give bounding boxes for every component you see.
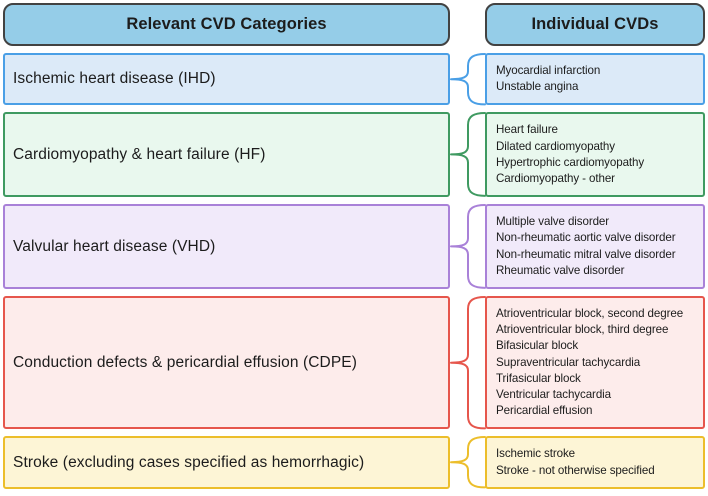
brace-icon: [450, 53, 486, 106]
header-row: Relevant CVD Categories Individual CVDs: [3, 3, 705, 46]
individual-cvd-item: Ischemic stroke: [496, 447, 576, 461]
individual-cvd-item: Trifasicular block: [496, 371, 581, 385]
header-gap: [450, 3, 485, 46]
category-box: Cardiomyopathy & heart failure (HF): [3, 112, 450, 198]
category-label: Stroke (excluding cases specified as hem…: [13, 453, 365, 471]
individual-cvd-item: Hypertrophic cardiomyopathy: [496, 155, 645, 169]
brace-icon: [450, 436, 486, 489]
individual-cvd-item: Stroke - not otherwise specified: [496, 463, 655, 477]
category-box: Stroke (excluding cases specified as hem…: [3, 436, 450, 489]
category-label: Cardiomyopathy & heart failure (HF): [13, 145, 266, 163]
individual-cvd-item: Supraventricular tachycardia: [496, 355, 641, 369]
category-label: Valvular heart disease (VHD): [13, 237, 216, 255]
brace-connector: [450, 204, 486, 290]
individual-cvd-item: Atrioventricular block, third degree: [496, 323, 669, 337]
individual-cvd-item: Rheumatic valve disorder: [496, 263, 625, 277]
cvd-row: Conduction defects & pericardial effusio…: [3, 296, 705, 430]
cvd-row: Ischemic heart disease (IHD) Myocardial …: [3, 53, 705, 106]
individual-cvd-item: Non-rheumatic mitral valve disorder: [496, 247, 676, 261]
category-box: Conduction defects & pericardial effusio…: [3, 296, 450, 430]
cvd-row: Cardiomyopathy & heart failure (HF) Hear…: [3, 112, 705, 198]
brace-connector: [450, 436, 486, 489]
brace-connector: [450, 112, 486, 198]
brace-connector: [450, 53, 486, 106]
category-label: Conduction defects & pericardial effusio…: [13, 353, 357, 371]
brace-icon: [450, 296, 486, 430]
category-box: Ischemic heart disease (IHD): [3, 53, 450, 106]
individual-cvd-item: Cardiomyopathy - other: [496, 172, 615, 186]
rows-container: Ischemic heart disease (IHD) Myocardial …: [3, 53, 705, 489]
individual-cvd-item: Pericardial effusion: [496, 404, 593, 418]
header-relevant-cvd-categories: Relevant CVD Categories: [3, 3, 450, 46]
brace-icon: [450, 112, 486, 198]
individual-cvd-item: Myocardial infarction: [496, 64, 601, 77]
cvd-row: Stroke (excluding cases specified as hem…: [3, 436, 705, 489]
individual-cvd-item: Non-rheumatic aortic valve disorder: [496, 231, 676, 245]
individual-cvd-item: Dilated cardiomyopathy: [496, 139, 615, 153]
individual-cvd-item: Multiple valve disorder: [496, 215, 610, 229]
header-individual-cvds: Individual CVDs: [485, 3, 705, 46]
individual-cvd-item: Heart failure: [496, 123, 558, 137]
category-label: Ischemic heart disease (IHD): [13, 70, 216, 88]
category-box: Valvular heart disease (VHD): [3, 204, 450, 290]
individual-cvd-item: Bifasicular block: [496, 339, 579, 353]
individual-cvd-item: Unstable angina: [496, 80, 579, 94]
brace-connector: [450, 296, 486, 430]
brace-icon: [450, 204, 486, 290]
individual-cvd-item: Ventricular tachycardia: [496, 388, 611, 402]
individual-cvd-item: Atrioventricular block, second degree: [496, 307, 684, 321]
cvd-row: Valvular heart disease (VHD) Multiple va…: [3, 204, 705, 290]
